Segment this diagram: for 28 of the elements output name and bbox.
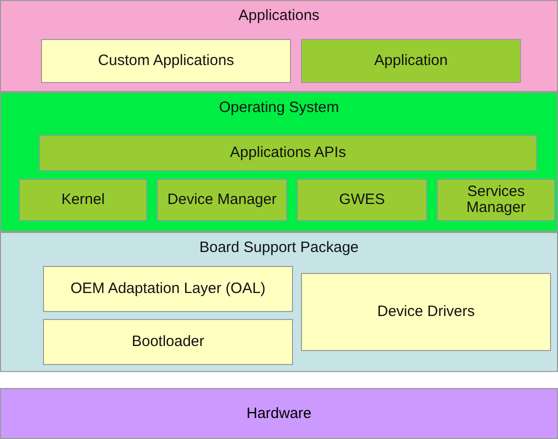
component-box [41, 39, 291, 83]
component-label: Bootloader [132, 334, 204, 350]
layer-band [0, 232, 558, 372]
component-label: Device Drivers [377, 304, 475, 320]
component-label: Services Manager [465, 184, 527, 216]
component-box [301, 39, 521, 83]
component-box [43, 319, 293, 365]
component-label: Applications APIs [230, 144, 346, 162]
component-label: Hardware [246, 405, 312, 422]
component-box [43, 266, 293, 312]
component-box [39, 135, 537, 171]
component-label: OEM Adaptation Layer (OAL) [70, 280, 266, 298]
component-box [301, 273, 551, 351]
component-box [0, 388, 558, 439]
layer-band [0, 92, 558, 232]
layer-title: Applications [238, 7, 320, 24]
component-box [157, 179, 287, 221]
component-label: Application [374, 52, 448, 70]
layer-band [0, 0, 558, 92]
layer-title: Operating System [218, 99, 340, 116]
component-label: GWES [339, 192, 385, 208]
component-box [297, 179, 427, 221]
component-label: Custom Applications [98, 52, 234, 70]
component-box [437, 179, 555, 221]
layer-title: Board Support Package [199, 239, 359, 256]
component-label: Kernel [61, 192, 105, 208]
component-box [19, 179, 147, 221]
component-label: Device Manager [167, 192, 277, 208]
